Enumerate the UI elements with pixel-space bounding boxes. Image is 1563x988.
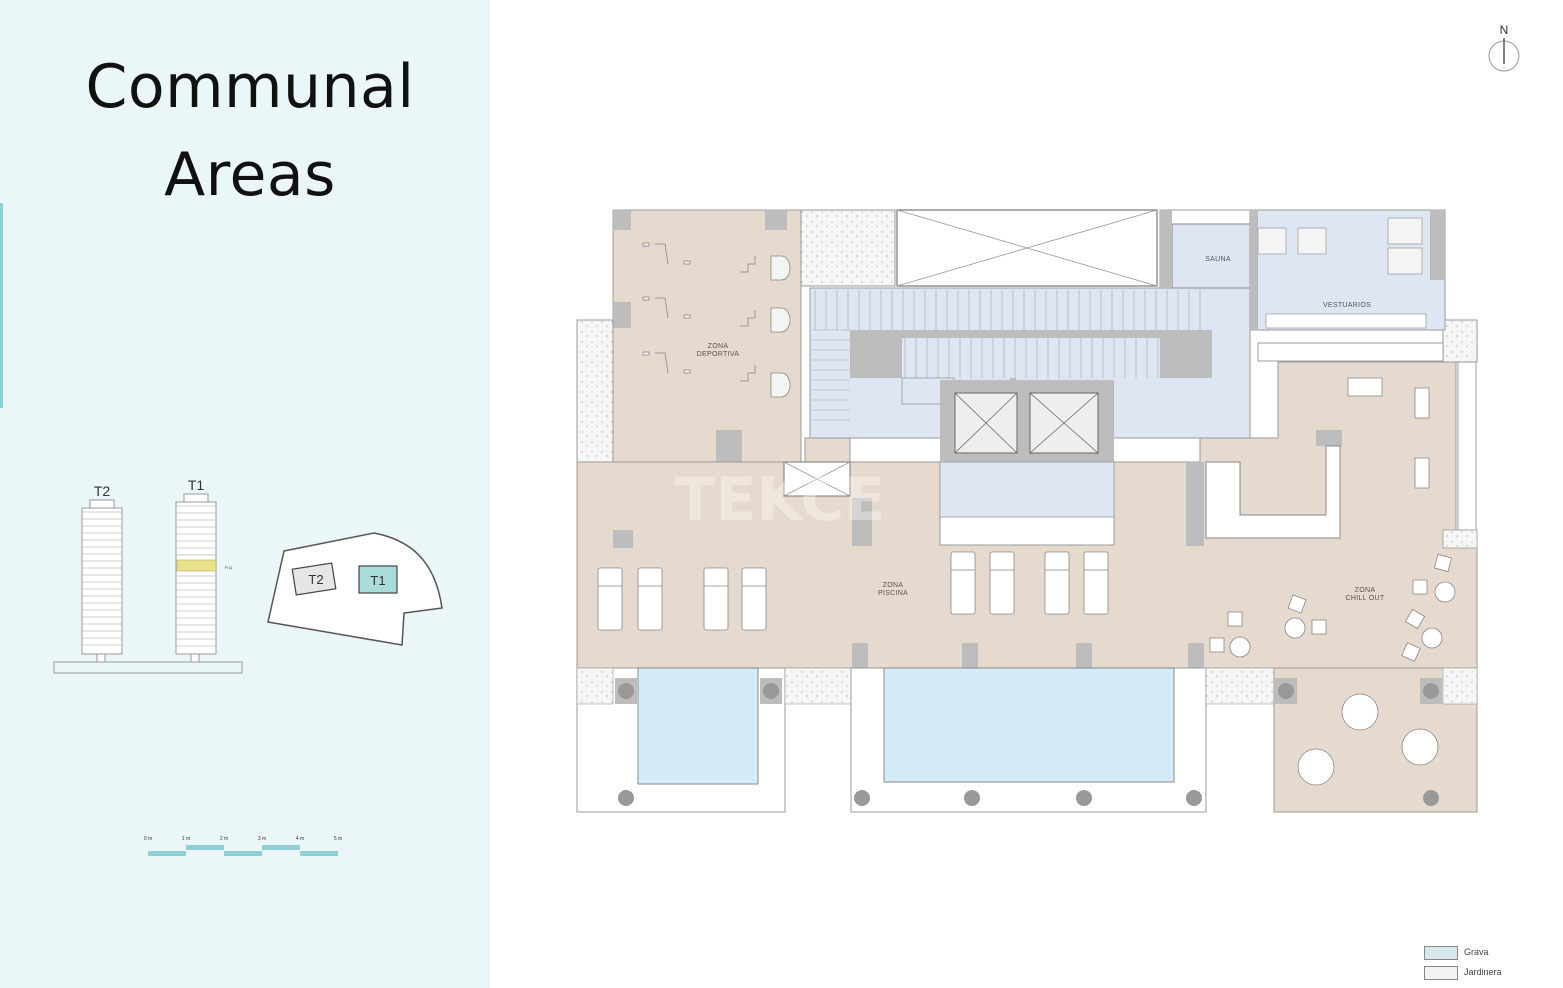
watermark: TEKCE [675, 465, 886, 535]
sun-lounger [703, 567, 729, 631]
page-title-line-1: Communal [85, 52, 415, 122]
chill-out-furniture [1209, 377, 1456, 662]
tower-label-t2: T2 [94, 483, 111, 499]
bench [1257, 342, 1444, 362]
column [765, 210, 787, 230]
highlighted-floor [176, 559, 217, 572]
sun-lounger [1083, 551, 1109, 615]
sauna-label: SAUNA [1205, 256, 1231, 263]
sun-lounger [1044, 551, 1070, 615]
scale-tick-4: 4 m [296, 836, 304, 842]
legend-label: Grava [1464, 947, 1489, 957]
legend-label: Jardinera [1464, 967, 1502, 977]
sun-loungers [597, 551, 1109, 631]
key-plan: T2 T1 P.11 T2 T1 0 m 1 m 2 m [53, 477, 443, 856]
tower-t1-elevation [175, 493, 217, 663]
dining-tables [1297, 693, 1439, 786]
page-title-line-2: Areas [164, 140, 336, 210]
planter [800, 209, 896, 287]
tower-label-t1: T1 [188, 477, 205, 493]
scale-tick-3: 3 m [258, 836, 266, 842]
legend-swatch-jardinera [1424, 966, 1458, 980]
zone-piscina-label-1: ZONA [883, 582, 904, 589]
column [716, 430, 742, 462]
sun-lounger [741, 567, 767, 631]
site-label-t2: T2 [308, 572, 323, 587]
scale-tick-0: 0 m [144, 836, 152, 842]
zone-deportiva-area [612, 209, 802, 463]
zone-deportiva-label-2: DEPORTIVA [697, 351, 740, 358]
site-building-t1 [358, 565, 398, 594]
site-plan [267, 532, 443, 646]
bar-counter [1205, 445, 1341, 539]
scale-tick-5: 5 m [334, 836, 342, 842]
site-label-t1: T1 [370, 573, 385, 588]
scale-bar: 0 m 1 m 2 m 3 m 4 m 5 m [144, 836, 342, 856]
planter [576, 319, 614, 463]
column [613, 302, 631, 328]
north-compass: N [1486, 20, 1526, 81]
scale-tick-2: 2 m [220, 836, 228, 842]
zone-piscina-label-2: PISCINA [878, 590, 908, 597]
gym-equipment [642, 242, 791, 398]
floor-tag: P.11 [225, 565, 233, 570]
pool-2-water [883, 667, 1175, 783]
panel-accent-bar [0, 203, 3, 408]
sun-lounger [597, 567, 623, 631]
left-panel: Communal Areas T2 T1 P.11 T2 T1 [0, 0, 490, 988]
lobby-landing [939, 461, 1115, 518]
scale-tick-1: 1 m [182, 836, 190, 842]
sun-lounger [989, 551, 1015, 615]
zone-deportiva-label-1: ZONA [708, 343, 729, 350]
sun-lounger [950, 551, 976, 615]
zone-chill-out-label-1: ZONA [1355, 587, 1376, 594]
zone-chill-out-label-2: CHILL OUT [1345, 595, 1384, 602]
column [613, 210, 631, 230]
core-wall [1160, 338, 1212, 378]
bench [1457, 361, 1477, 531]
vestuarios-label: VESTUARIOS [1323, 302, 1371, 309]
deck-columns [852, 643, 1204, 668]
stair-treads [812, 290, 1201, 421]
sun-lounger [637, 567, 663, 631]
tower-t2-elevation [81, 499, 123, 663]
site-building-t2 [291, 562, 337, 596]
core-wall [850, 330, 1212, 338]
legend-swatch-grava [1424, 946, 1458, 960]
ground-base [53, 661, 243, 674]
pool-1-water [637, 667, 759, 785]
compass-north-label: N [1500, 23, 1509, 37]
round-columns [615, 678, 1442, 806]
sauna-room [1171, 223, 1251, 289]
planter [1442, 319, 1478, 363]
